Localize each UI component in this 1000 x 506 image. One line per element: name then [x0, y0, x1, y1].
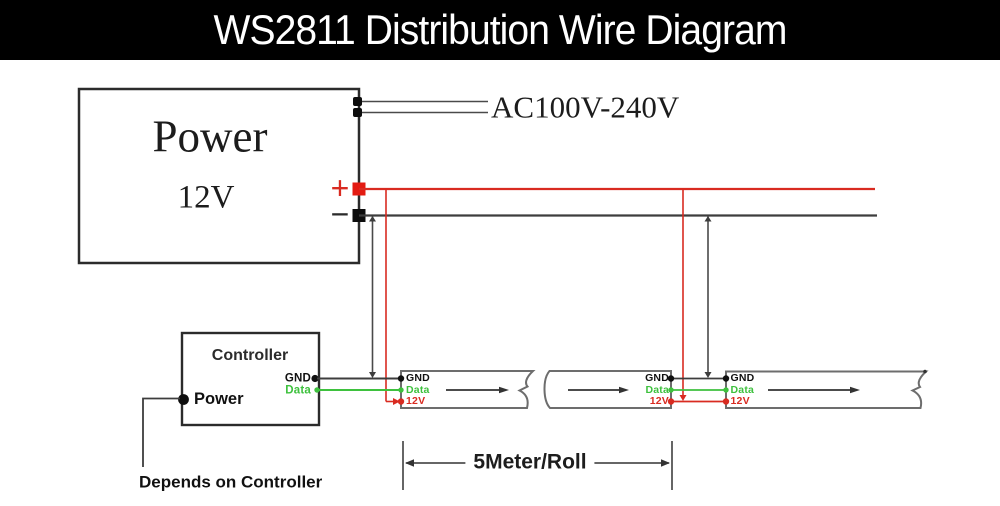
strip2-pin-12v: 12V [649, 394, 669, 407]
controller-pin-data: Data [285, 383, 311, 396]
strip3-corner-dot [923, 369, 927, 374]
strip2-pin-data: Data [645, 383, 669, 396]
ac-terminal-1 [353, 97, 362, 106]
strip2-pin-gnd: GND [645, 371, 669, 384]
strip1-pin-12v: 12V [406, 394, 426, 407]
controller-power-wire [142, 397, 180, 467]
controller-power-terminal [178, 394, 189, 405]
power-box-label: Power [152, 111, 268, 162]
ac-input-wires [360, 100, 488, 114]
controller-box [180, 331, 321, 427]
controller-note: Depends on Controller [139, 472, 323, 492]
ac-terminal-2 [353, 108, 362, 117]
dimension-label: 5Meter/Roll [465, 451, 595, 473]
positive-drop-2 [679, 189, 687, 401]
power-voltage-label: 12V [177, 179, 235, 216]
power-supply-box [77, 87, 361, 265]
data-flow-arrow-icons [446, 386, 860, 394]
strip-terminal-dots [397, 375, 730, 405]
strip3-pin-gnd: GND [730, 371, 755, 384]
strip1-pin-gnd: GND [406, 371, 430, 384]
controller-pin-gnd: GND [284, 372, 311, 385]
strip1-pin-data: Data [406, 383, 430, 396]
controller-data-terminal [314, 387, 320, 393]
controller-label: Controller [211, 347, 289, 364]
controller-power-label: Power [194, 389, 244, 408]
strip3-pin-12v: 12V [730, 394, 750, 407]
minus-symbol: − [330, 196, 350, 232]
title-bar: WS2811 Distribution Wire Diagram [0, 0, 1000, 60]
page-title: WS2811 Distribution Wire Diagram [213, 6, 788, 53]
ac-input-label: AC100V-240V [491, 89, 680, 125]
positive-drop-1 [385, 189, 400, 405]
controller-gnd-terminal [311, 374, 319, 383]
ground-drop-1 [369, 216, 376, 378]
ground-drop-2 [704, 216, 712, 378]
strip3-pin-data: Data [730, 383, 755, 396]
plus-symbol: + [330, 170, 350, 206]
